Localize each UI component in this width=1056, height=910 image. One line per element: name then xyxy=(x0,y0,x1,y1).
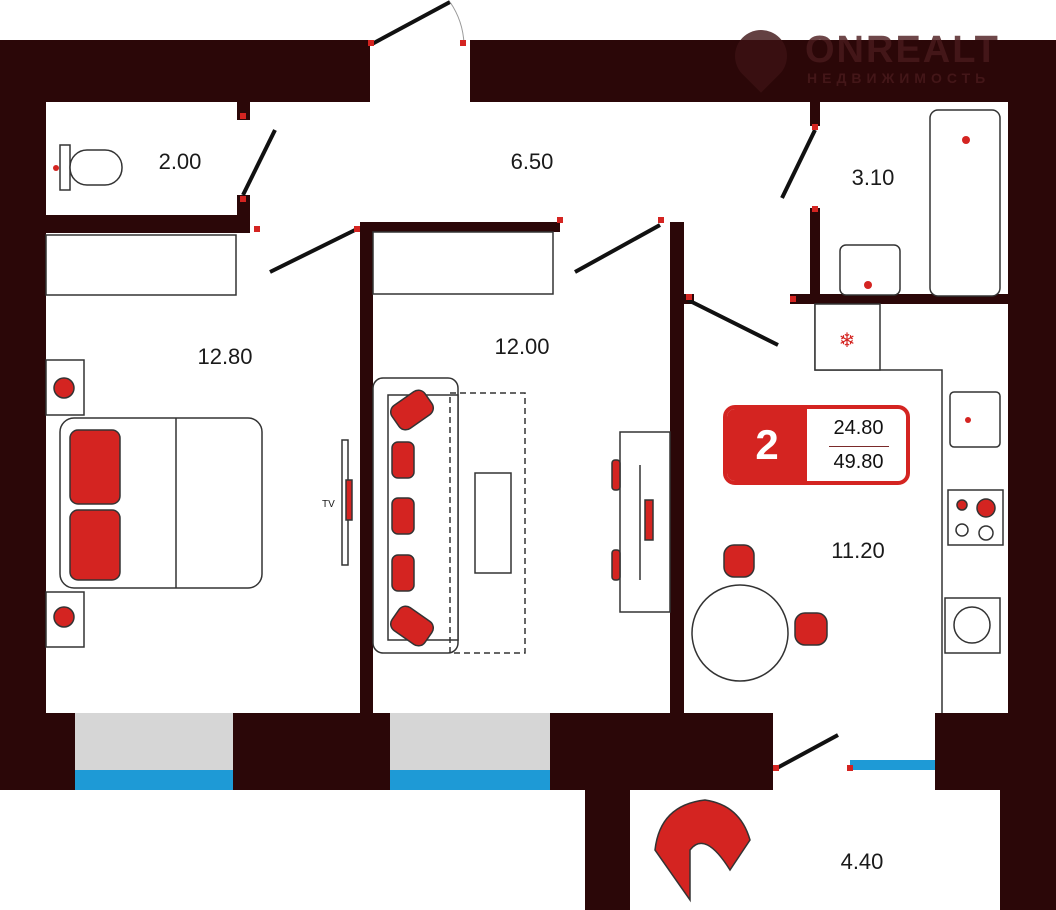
wardrobe-living xyxy=(372,231,554,295)
walls xyxy=(0,40,1056,910)
tv-label: TV xyxy=(322,499,335,510)
balcony-wall-right xyxy=(1000,790,1056,910)
doors xyxy=(241,0,839,770)
armchair-icon xyxy=(654,799,751,903)
divider xyxy=(829,446,889,447)
right-wall xyxy=(1008,40,1056,790)
location-pin-icon xyxy=(724,19,798,93)
area-kitchen: 11.20 xyxy=(831,538,885,563)
rug xyxy=(449,392,526,654)
bottom-wall-4 xyxy=(935,713,1056,790)
door-hinges xyxy=(240,40,853,771)
bottom-wall-3 xyxy=(550,713,773,790)
bottom-wall-1 xyxy=(0,713,75,790)
sink-bath-icon xyxy=(839,244,901,296)
stove-icon xyxy=(947,489,1004,546)
brand-name: ONREALT xyxy=(805,29,1000,71)
bottom-wall-2 xyxy=(233,713,390,790)
area-balcony: 4.40 xyxy=(840,849,884,874)
fridge-icon xyxy=(814,303,881,371)
windows xyxy=(75,713,935,790)
bathtub-icon xyxy=(929,109,1001,297)
area-toilet: 2.00 xyxy=(158,149,202,174)
table-icon xyxy=(691,584,789,682)
living-area: 24.80 xyxy=(833,417,884,439)
summary-badge: 2 24.80 49.80 xyxy=(723,405,910,485)
area-hall: 6.50 xyxy=(510,149,554,174)
area-bathroom: 3.10 xyxy=(851,165,895,190)
kitchen-sink-icon xyxy=(949,391,1001,448)
total-area: 49.80 xyxy=(833,451,884,473)
brand-subtitle: НЕДВИЖИМОСТЬ xyxy=(807,70,991,86)
left-wall xyxy=(0,40,46,790)
brand-logo: ONREALT НЕДВИЖИМОСТЬ xyxy=(724,19,1000,93)
balcony-wall-left xyxy=(585,790,630,910)
room-count: 2 xyxy=(727,409,807,481)
toilet-icon xyxy=(59,144,71,191)
top-wall-left xyxy=(0,40,370,102)
area-living-room: 12.00 xyxy=(494,334,550,359)
furniture: ❄ xyxy=(45,109,1004,903)
svg-text:❄: ❄ xyxy=(839,330,856,352)
area-bedroom: 12.80 xyxy=(197,344,253,369)
wardrobe-bedroom xyxy=(45,234,237,296)
coffee-table xyxy=(474,472,512,574)
